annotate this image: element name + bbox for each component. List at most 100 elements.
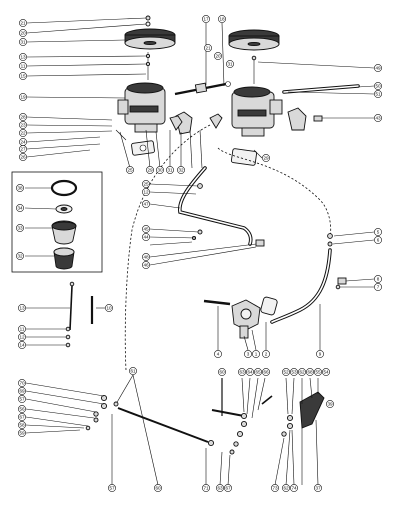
callout-circle <box>105 304 113 312</box>
left-stud-washer <box>145 61 151 67</box>
left-gasket <box>131 140 155 156</box>
callout-circle <box>16 252 24 260</box>
callout-circle <box>262 154 270 162</box>
callout-number: 17 <box>203 17 209 22</box>
left-leader-lines <box>26 17 147 158</box>
callout-number: 70 <box>19 381 25 386</box>
callout-number: 31 <box>20 40 26 45</box>
callout-circle <box>254 368 262 376</box>
dashed-routing <box>124 124 332 371</box>
callout-number: 21 <box>20 21 26 26</box>
callout-circle <box>19 29 27 37</box>
callout-number: 28 <box>20 115 26 120</box>
callout-circle <box>262 350 270 358</box>
callout-number: 62 <box>299 370 305 375</box>
left-stud-nut <box>145 53 151 59</box>
callout-number: 34 <box>17 206 23 211</box>
right-flame-arrestor <box>228 29 280 51</box>
callout-circle <box>374 82 382 90</box>
callout-circle <box>298 368 306 376</box>
callout-number: 3 <box>247 352 250 357</box>
callout-number: 32 <box>17 254 23 259</box>
callout-circle <box>19 62 27 70</box>
callout-circle <box>326 400 334 408</box>
throttle-rod <box>117 374 215 486</box>
callout-circle <box>216 484 224 492</box>
callout-number: 63 <box>239 370 245 375</box>
callout-number: 12 <box>143 190 149 195</box>
callout-number: 43 <box>375 116 381 121</box>
callout-circle <box>142 200 150 208</box>
callout-number: 13 <box>20 55 26 60</box>
callout-number: 2 <box>265 352 268 357</box>
callout-circle <box>156 166 164 174</box>
left-carburetor-body <box>117 82 166 133</box>
callout-circle <box>246 368 254 376</box>
callout-number: 66 <box>263 370 269 375</box>
callout-number: 11 <box>20 327 25 332</box>
callout-circle <box>142 225 150 233</box>
callout-number: 33 <box>17 226 23 231</box>
callout-circle <box>19 129 27 137</box>
callout-circle <box>154 484 162 492</box>
right-stud-nut <box>251 55 257 61</box>
callout-circle <box>226 60 234 68</box>
right-carburetor-body <box>231 86 283 137</box>
callout-circle <box>18 421 26 429</box>
callout-circle <box>19 145 27 153</box>
callout-circle <box>142 188 150 196</box>
callout-number: 19 <box>20 95 26 100</box>
right-linkage <box>261 377 325 486</box>
callout-circle <box>108 484 116 492</box>
callout-number: 13 <box>19 306 25 311</box>
callout-number: 60 <box>155 486 161 491</box>
callout-circle <box>126 166 134 174</box>
callout-number: 55 <box>315 370 321 375</box>
callout-number: 12 <box>19 335 25 340</box>
callout-number: 65 <box>255 370 261 375</box>
callout-circle <box>218 368 226 376</box>
center-linkage <box>211 377 266 486</box>
callout-number: 1 <box>255 352 258 357</box>
callout-number: 62 <box>283 486 289 491</box>
inset-box <box>11 171 103 273</box>
callout-circle <box>142 180 150 188</box>
callout-circle <box>244 350 252 358</box>
callout-number: 30 <box>157 168 163 173</box>
callout-circle <box>374 275 382 283</box>
callout-circle <box>218 15 226 23</box>
callout-circle <box>374 90 382 98</box>
callout-circle <box>18 405 26 413</box>
callout-number: 58 <box>19 423 25 428</box>
callout-circle <box>177 166 185 174</box>
callout-circle <box>290 484 298 492</box>
callout-number: 25 <box>127 168 133 173</box>
callout-number: 6 <box>377 238 380 243</box>
callout-circle <box>374 228 382 236</box>
callout-number: 38 <box>17 186 23 191</box>
callout-number: 5 <box>377 230 380 235</box>
callout-number: 73 <box>272 486 278 491</box>
callout-circle <box>202 15 210 23</box>
callout-circle <box>19 53 27 61</box>
right-link <box>209 113 223 129</box>
callout-circle <box>290 368 298 376</box>
right-fuel-hose <box>282 84 360 94</box>
left-mid-parts <box>26 281 105 348</box>
callout-number: 71 <box>203 486 209 491</box>
left-washer <box>145 21 151 27</box>
callout-number: 7 <box>377 285 380 290</box>
callout-circle <box>18 304 26 312</box>
callout-number: 21 <box>205 46 211 51</box>
callout-circle <box>142 261 150 269</box>
left-flame-arrestor <box>124 28 176 50</box>
right-leader-lines <box>253 61 375 159</box>
balance-tube-leader <box>149 203 181 209</box>
callout-circle <box>374 114 382 122</box>
callout-number: 59 <box>19 431 25 436</box>
left-choke-housing <box>175 111 193 135</box>
callout-number: 47 <box>143 202 149 207</box>
callout-circle <box>224 484 232 492</box>
callout-number: 61 <box>130 369 136 374</box>
